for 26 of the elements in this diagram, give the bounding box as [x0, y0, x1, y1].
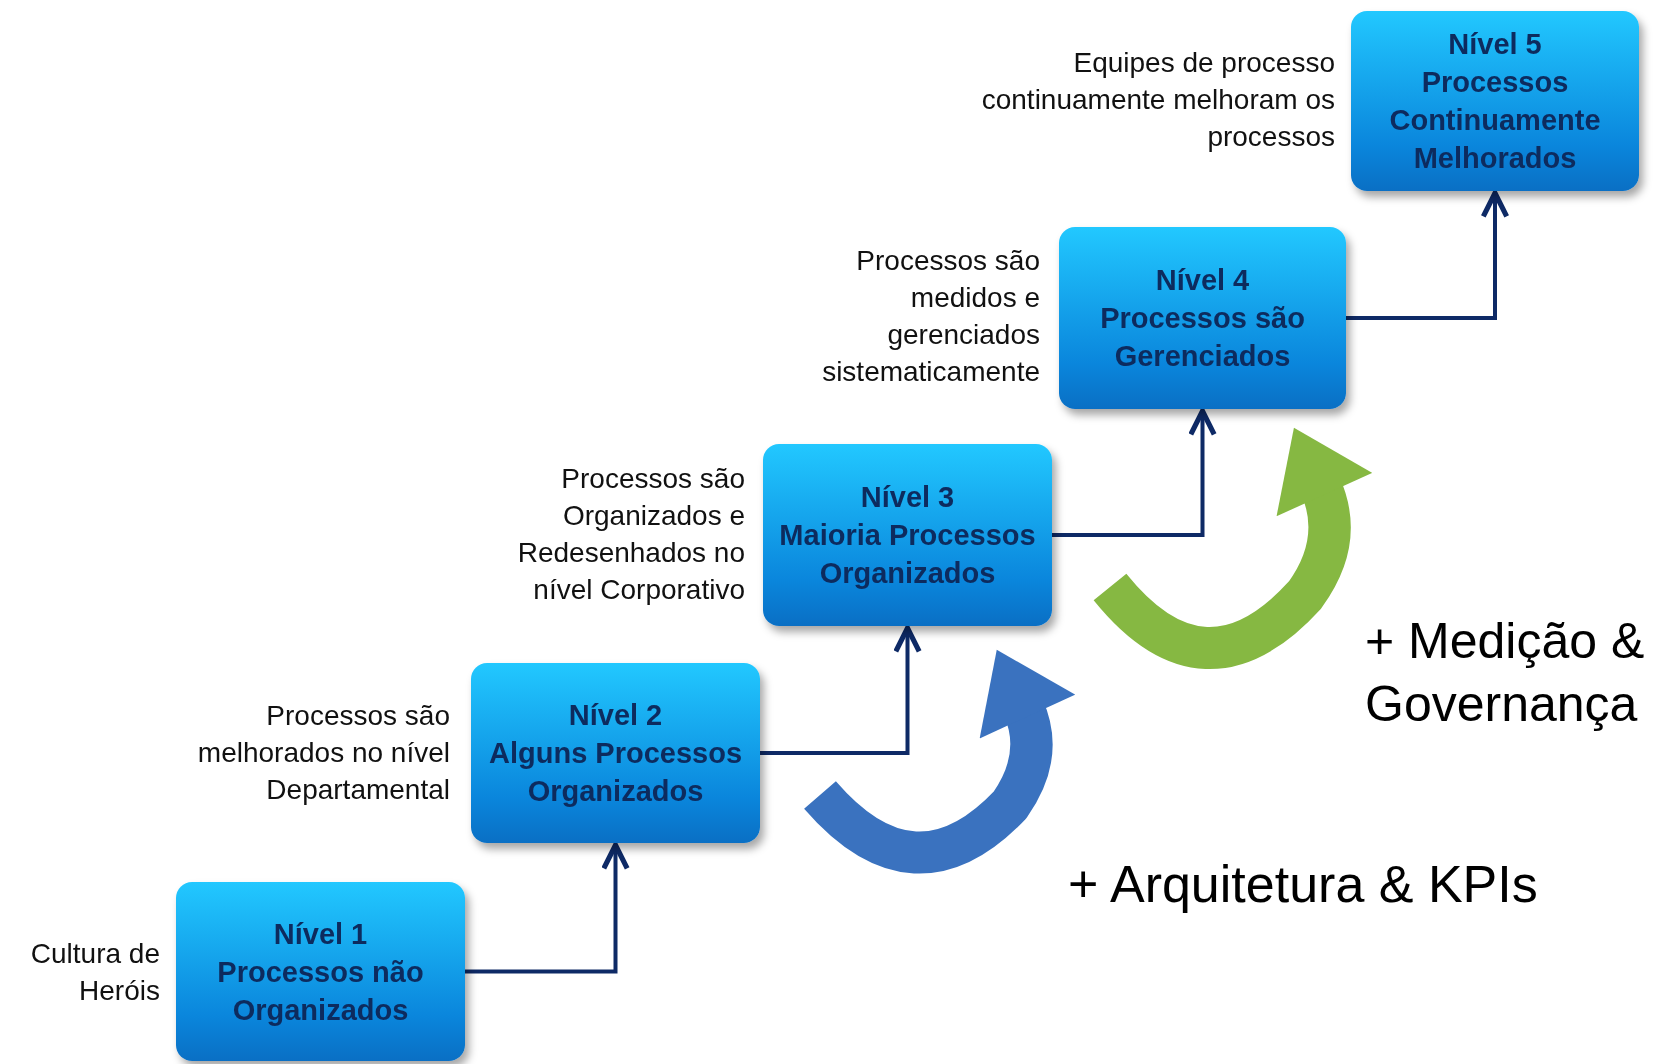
stage-label: + Arquitetura & KPIs: [1068, 854, 1539, 915]
level-title: Nível 4: [1155, 263, 1250, 298]
level-box: [763, 444, 1052, 626]
arrow: [1052, 408, 1217, 537]
level-description: Cultura de Heróis: [29, 937, 160, 1008]
level-description: Processos são Organizados e Redesenhados no nível Corporativo: [516, 462, 745, 607]
level-box: [1059, 227, 1346, 409]
arrow: [465, 842, 630, 974]
level-title: Nível 5: [1448, 27, 1542, 62]
level-name: Processos são Gerenciados: [1099, 301, 1306, 374]
arrow: [1346, 190, 1510, 320]
level-description: Equipes de processo continuamente melhoram os processos: [980, 46, 1335, 154]
level-title: Nível 1: [273, 916, 368, 952]
level-name: Processos não Organizados: [216, 954, 425, 1028]
level-name: Maioria Processos Organizados: [778, 518, 1037, 591]
level-name: Alguns Processos Organizados: [488, 736, 743, 809]
level-description: Processos são medidos e gerenciados sistematicamente: [821, 244, 1040, 389]
stage-label: + Medição & Governança: [1365, 612, 1646, 734]
arrow: [760, 625, 922, 755]
level-title: Nível 2: [568, 698, 663, 733]
level-description: Processos são melhorados no nível Departamental: [196, 699, 450, 807]
level-title: Nível 3: [860, 480, 955, 515]
level-box: [1351, 11, 1639, 191]
level-box: [471, 663, 760, 843]
level-name: Processos Continuamente Melhorados: [1388, 65, 1602, 176]
level-box: [176, 882, 465, 1061]
